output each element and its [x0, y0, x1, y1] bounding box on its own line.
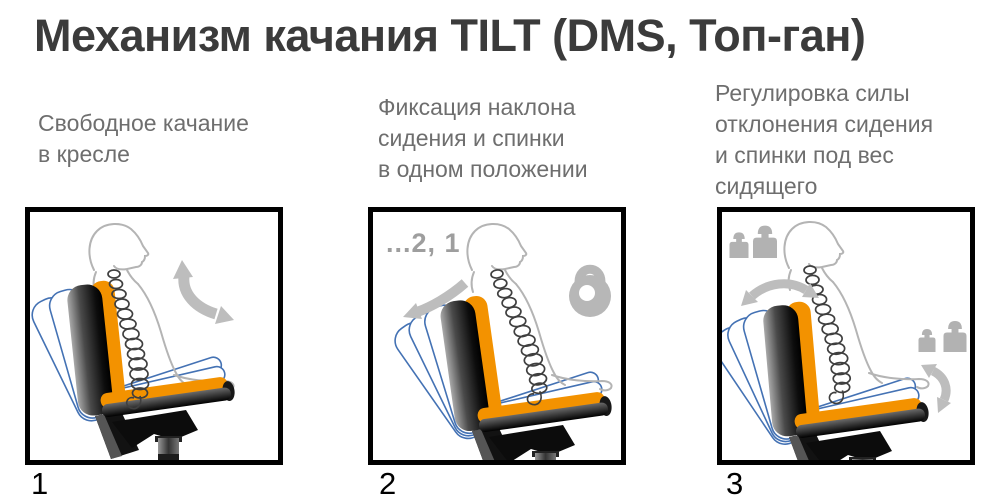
- large-weight-icon: [753, 225, 777, 258]
- panel-frame-1: [25, 207, 283, 465]
- panel-number-1: 1: [31, 466, 49, 500]
- rocking-arrow-icon: [173, 260, 234, 324]
- gas-lift-cylinder: [849, 457, 876, 460]
- chair-illustration-free-rocking: [30, 222, 236, 460]
- chair-illustration-tension-adjust: [722, 220, 967, 460]
- tension-arrow-icon: [921, 364, 951, 413]
- panel-number-2: 2: [379, 466, 397, 500]
- panel-number-3: 3: [726, 466, 744, 500]
- caption-tension-adjust: Регулировка силы отклонения сидения и сп…: [715, 80, 934, 199]
- large-weight-icon: [943, 320, 967, 352]
- gas-lift-cylinder: [532, 451, 559, 460]
- gas-lift-cylinder: [155, 436, 182, 460]
- chair-illustration-lock-position: [388, 222, 621, 460]
- lock-icon: [569, 269, 611, 317]
- panel-frame-2: ...2, 1: [368, 207, 626, 465]
- countdown-annotation: ...2, 1: [386, 228, 461, 258]
- small-weight-icon: [729, 232, 749, 258]
- caption-lock-position: Фиксация наклона сидения и спинки в одно…: [378, 94, 588, 182]
- caption-free-rocking: Свободное качание в кресле: [38, 110, 249, 167]
- page-title: Механизм качания TILT (DMS, Топ-ган): [34, 10, 866, 61]
- swing-arrow-icon: [741, 279, 819, 306]
- recline-arrow-icon: [403, 279, 469, 319]
- small-weight-icon: [918, 329, 936, 352]
- panel-frame-3: [717, 207, 975, 465]
